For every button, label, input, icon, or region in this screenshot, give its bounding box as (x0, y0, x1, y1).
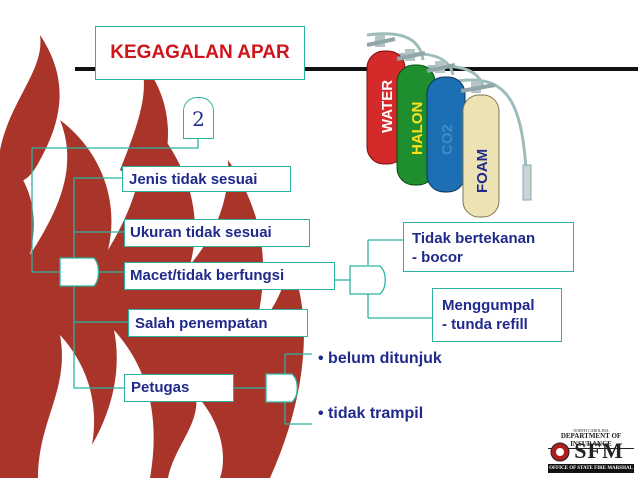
sfm-logo: NORTH CAROLINA DEPARTMENT OF INSURANCE S… (548, 428, 634, 474)
cause-label: Jenis tidak sesuai (129, 171, 258, 188)
petugas-reason-2: • tidak trampil (318, 405, 424, 422)
label-halon: HALON (409, 102, 426, 155)
logo-state: NORTH CAROLINA (573, 428, 609, 433)
label-foam: FOAM (474, 149, 491, 193)
label-co2: CO2 (439, 124, 456, 155)
reason-line: Tidak bertekanan (412, 230, 536, 247)
reason-tidak-bertekanan: Tidak bertekanan - bocor (403, 222, 574, 272)
reason-menggumpal: Menggumpal - tunda refill (432, 288, 562, 342)
cause-salah-penempatan: Salah penempatan (128, 309, 308, 337)
logo-dept: DEPARTMENT OF INSURANCE (548, 432, 634, 449)
petugas-reason-1: • belum ditunjuk (318, 350, 442, 367)
extinguisher-water (366, 35, 406, 165)
cause-macet: Macet/tidak berfungsi (124, 262, 335, 290)
extinguisher-halon (396, 49, 436, 186)
reason-line: Menggumpal (442, 297, 535, 314)
cause-jenis: Jenis tidak sesuai (122, 166, 291, 192)
slide-title: KEGAGALAN APAR (95, 26, 305, 80)
cause-label: Salah penempatan (135, 315, 268, 332)
slide-number: 2 (183, 97, 214, 139)
cause-label: Macet/tidak berfungsi (130, 267, 285, 284)
extinguisher-foam (460, 81, 500, 218)
reason-line: - tunda refill (442, 316, 528, 333)
seal-icon (550, 442, 570, 462)
cause-label: Ukuran tidak sesuai (130, 224, 272, 241)
cause-petugas: Petugas (124, 374, 234, 402)
logo-mark: SFM (574, 438, 624, 463)
fire-extinguishers-illustration: WATER HALON CO2 FOAM (366, 32, 532, 218)
reason-line: - bocor (412, 249, 463, 266)
cause-ukuran: Ukuran tidak sesuai (124, 219, 310, 247)
logo-office: OFFICE OF STATE FIRE MARSHAL (548, 464, 634, 473)
cause-label: Petugas (131, 379, 190, 396)
label-water: WATER (379, 80, 396, 133)
header-rule (75, 67, 638, 71)
